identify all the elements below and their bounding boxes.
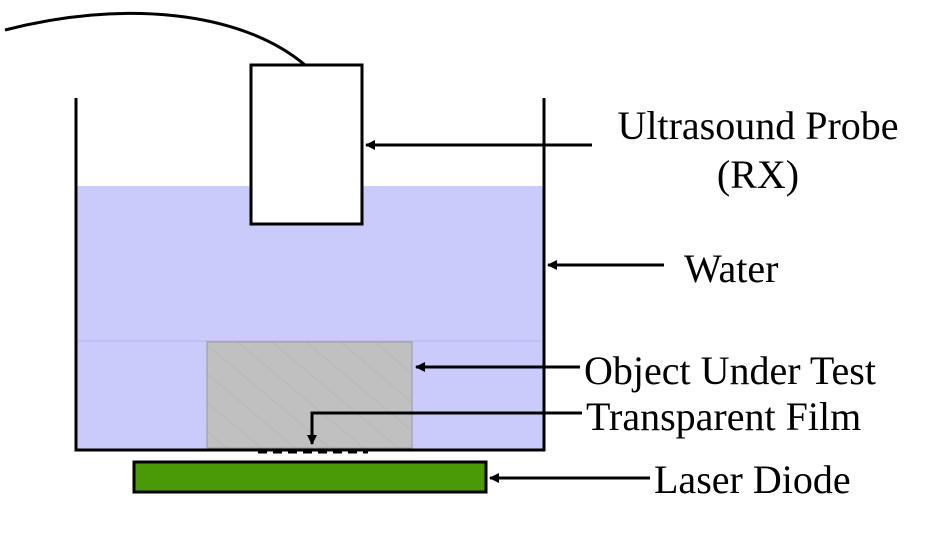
- laser-diode: [132, 460, 488, 494]
- water-label: Water: [684, 246, 779, 291]
- probe-cable: [4, 11, 306, 67]
- object-label: Object Under Test: [584, 348, 876, 393]
- laser-label: Laser Diode: [654, 457, 851, 502]
- film-label: Transparent Film: [586, 394, 861, 439]
- probe-label: Ultrasound Probe: [617, 103, 898, 148]
- water-tank: [74, 98, 546, 452]
- film-arrow: [307, 411, 582, 445]
- ultrasound-probe: [249, 63, 364, 226]
- probe-label-rx: (RX): [717, 152, 799, 197]
